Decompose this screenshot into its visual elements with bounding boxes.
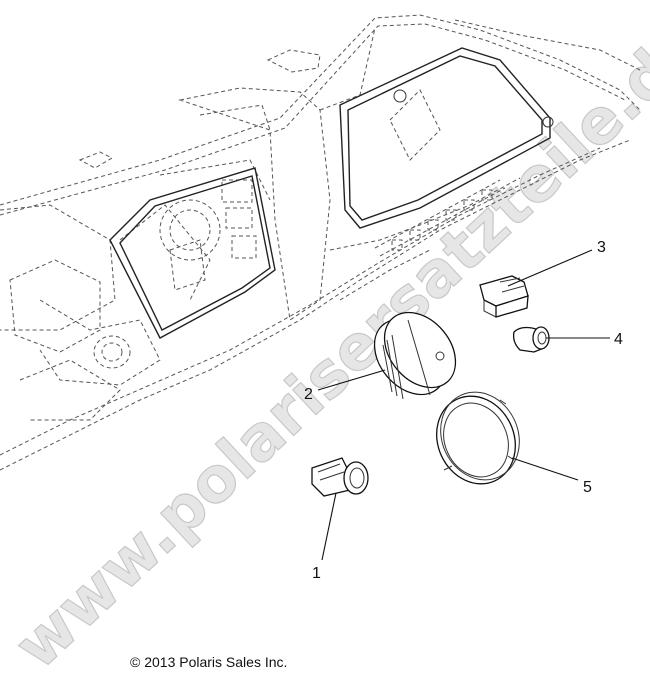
callout-2: 2: [304, 386, 313, 403]
callout-5: 5: [583, 479, 592, 496]
dashboard-outline: [0, 14, 641, 471]
part-3-switch: [479, 275, 529, 318]
part-5-bezel: [436, 391, 520, 485]
leader-lines: [317, 249, 610, 561]
watermark-text: www.polarisersatzteile.de: [0, 7, 650, 683]
part-2-gauge: [373, 311, 457, 400]
copyright-notice: © 2013 Polaris Sales Inc.: [130, 654, 288, 670]
glovebox-frame: [339, 47, 554, 229]
part-4-bulb: [512, 326, 550, 353]
callout-1: 1: [312, 565, 321, 582]
callout-4: 4: [614, 331, 623, 348]
instrument-cluster-frame: [109, 167, 276, 339]
callout-3: 3: [597, 239, 606, 256]
part-1-socket: [311, 457, 369, 497]
